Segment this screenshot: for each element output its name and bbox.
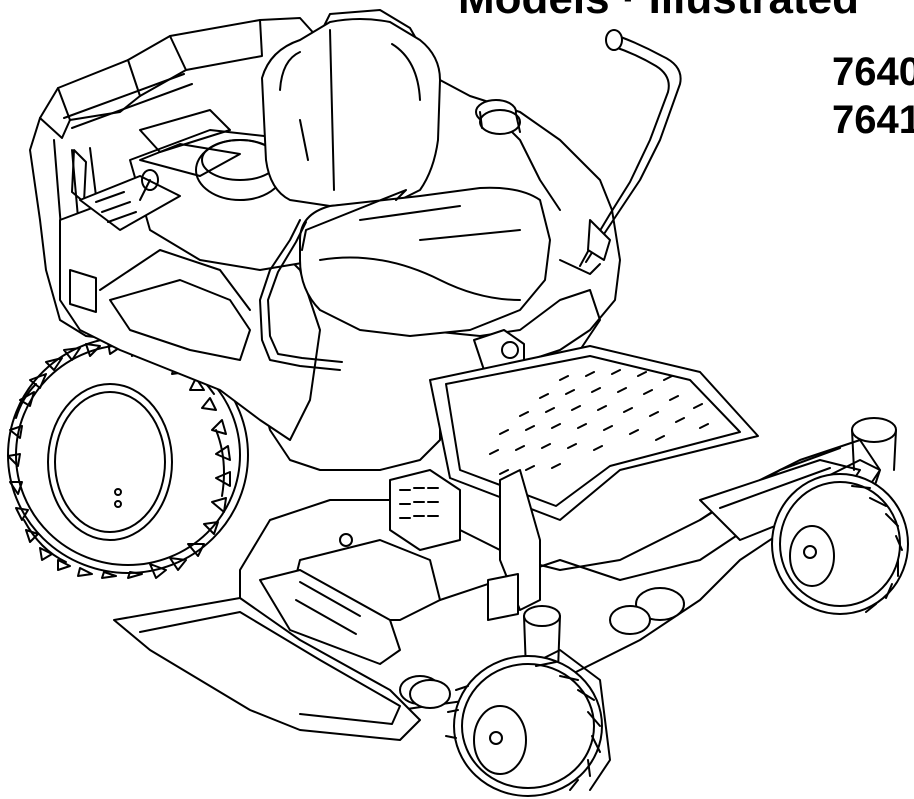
foot-platform <box>430 346 758 520</box>
manual-title-partial: Models · Illustrated <box>458 0 859 24</box>
right-control-lever <box>476 30 681 274</box>
model-number-1: 7640 <box>832 50 914 94</box>
model-number-2: 7641 <box>832 98 914 142</box>
seat <box>260 19 550 370</box>
seat-suspension-shock <box>474 330 532 430</box>
front-left-caster-wheel <box>446 606 610 796</box>
rear-left-tire <box>8 337 248 578</box>
mower-deck <box>114 440 880 740</box>
front-right-caster-wheel <box>772 418 908 614</box>
